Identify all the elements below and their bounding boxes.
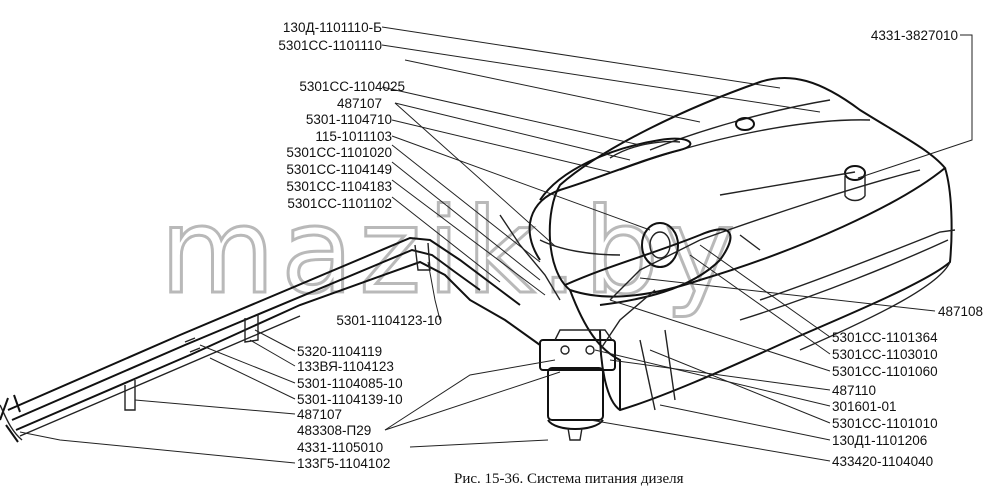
labels-left: 130Д-1101110-Б 5301СС-1101110 5301СС-110… [278,20,405,211]
label-part: 487108 [938,304,983,319]
label-part: 5301-1104123-10 [336,313,442,328]
watermark: mazik.by [160,182,741,320]
labels-bottom-left: 5320-1104119 133ВЯ-1104123 5301-1104085-… [297,344,403,471]
label-part: 5301СС-1103010 [832,347,938,362]
label-part: 4331-1105010 [297,440,383,455]
label-part: 5301СС-1101102 [287,196,392,211]
label-part: 130Д-1101110-Б [283,20,382,35]
label-part: 5301СС-1101110 [278,38,382,53]
figure-caption: Рис. 15-36. Система питания дизеля [454,471,684,487]
fuel-filter [539,329,616,441]
label-part: 5320-1104119 [297,344,382,359]
label-part: 5301СС-1104149 [286,162,392,177]
label-part: 133Г5-1104102 [297,456,390,471]
label-part: 5301СС-1101364 [832,330,938,345]
label-part: 5301-1104085-10 [297,376,403,391]
leader-lines [19,26,973,464]
label-part: 5301-1104139-10 [297,392,403,407]
label-part: 5301СС-1101010 [832,416,938,431]
label-part: 487107 [297,407,342,422]
label-part: 487107 [337,96,382,111]
label-part: 5301СС-1104183 [286,179,392,194]
fuel-tank [528,76,956,412]
label-part: 130Д1-1101206 [832,433,927,448]
label-part: 483308-П29 [297,423,371,438]
label-part: 5301СС-1104025 [299,79,405,94]
label-part: 5301СС-1101060 [832,364,938,379]
label-part: 487110 [832,383,876,398]
label-part: 433420-1104040 [832,454,933,469]
label-part: 5301-1104710 [306,112,392,127]
fuel-lines [0,214,761,443]
label-part: 133ВЯ-1104123 [297,359,394,374]
label-part: 4331-3827010 [871,28,958,43]
labels-right: 487108 5301СС-1101364 5301СС-1103010 530… [832,304,983,469]
label-part: 115-1011103 [315,129,392,144]
label-part: 301601-01 [832,399,897,414]
label-part: 5301СС-1101020 [286,145,392,160]
